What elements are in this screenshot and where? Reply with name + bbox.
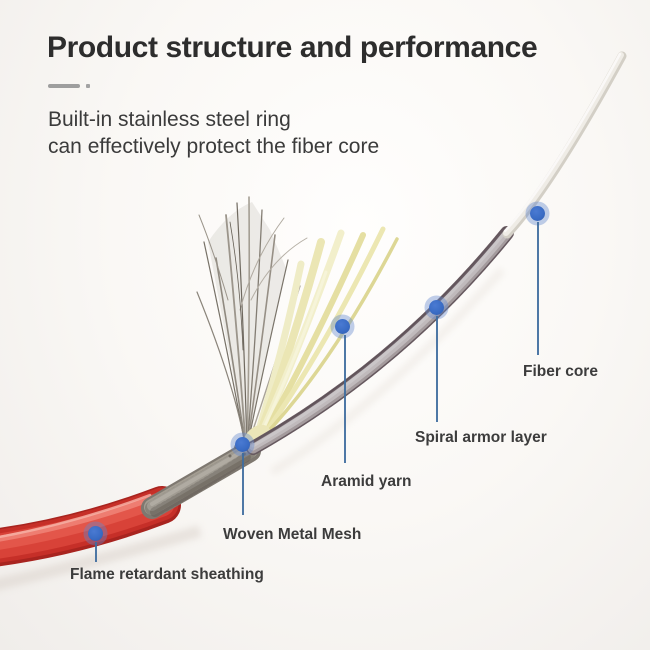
fiber-core-leader-line bbox=[537, 222, 539, 355]
spiral-armor-label: Spiral armor layer bbox=[415, 429, 547, 446]
woven-mesh-leader-line bbox=[242, 453, 244, 515]
title-divider-dash bbox=[48, 84, 80, 88]
subtitle-line-1: Built-in stainless steel ring bbox=[48, 108, 291, 131]
woven-mesh-label: Woven Metal Mesh bbox=[223, 526, 362, 543]
aramid-yarn-fan bbox=[250, 226, 399, 450]
aramid-yarn-marker-dot bbox=[335, 319, 350, 334]
spiral-armor-leader-line bbox=[436, 316, 438, 422]
page-title: Product structure and performance bbox=[47, 31, 538, 64]
fiber-core-marker-dot bbox=[530, 206, 545, 221]
fiber-core-tube bbox=[502, 51, 627, 239]
spiral-armor-tube bbox=[246, 226, 514, 455]
aramid-yarn-leader-line bbox=[344, 335, 346, 463]
flame-sheath-label: Flame retardant sheathing bbox=[70, 566, 264, 583]
spiral-armor-marker-dot bbox=[429, 300, 444, 315]
flame-sheath-marker-dot bbox=[88, 526, 103, 541]
aramid-yarn-label: Aramid yarn bbox=[321, 473, 412, 490]
subtitle-line-2: can effectively protect the fiber core bbox=[48, 135, 380, 158]
woven-mesh-marker-dot bbox=[235, 437, 250, 452]
subtitle: Built-in stainless steel ring can effect… bbox=[48, 106, 379, 160]
title-divider-dot bbox=[86, 84, 90, 88]
flame-sheath-leader-line bbox=[95, 542, 97, 562]
red-sheath-tube bbox=[0, 486, 181, 567]
mesh-tube bbox=[141, 440, 261, 519]
fiber-core-label: Fiber core bbox=[523, 363, 598, 380]
